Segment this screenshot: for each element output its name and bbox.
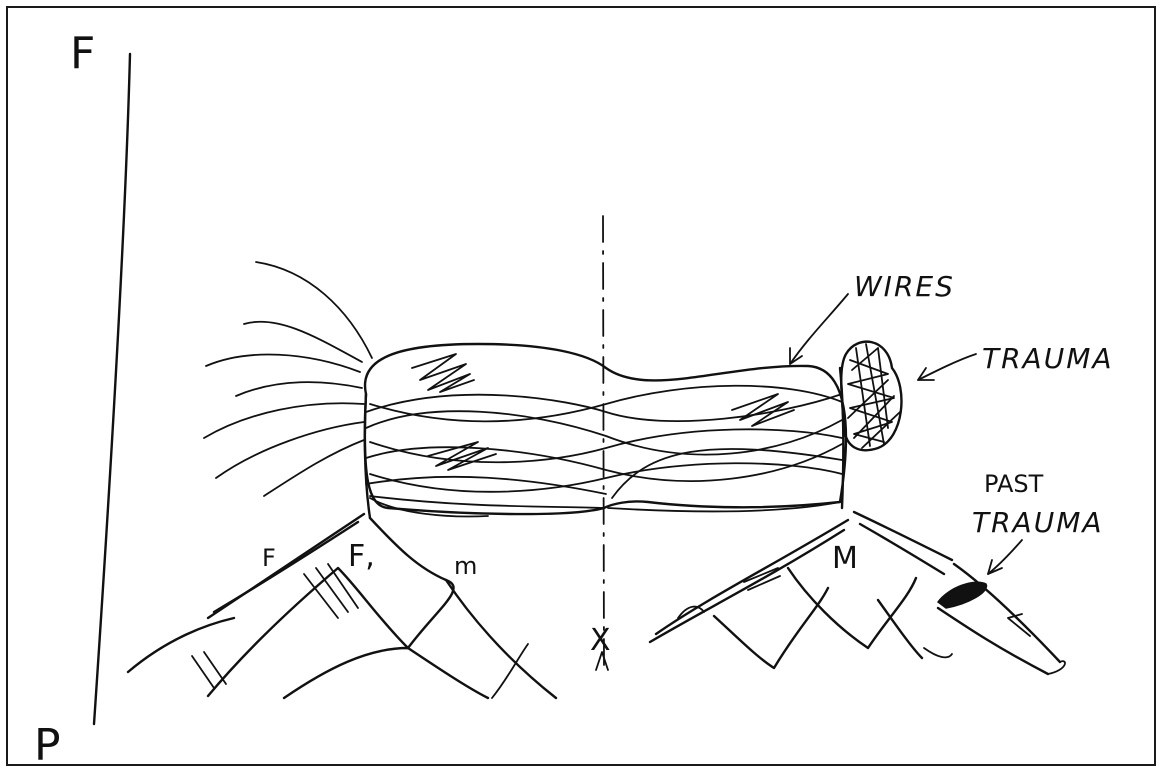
past-trauma-arrowhead bbox=[987, 559, 1003, 575]
trauma-arrowhead bbox=[917, 367, 935, 381]
left-base-label: F, bbox=[348, 539, 375, 574]
wires-label: WIRES bbox=[854, 270, 955, 303]
vertical-axis-line bbox=[92, 52, 132, 726]
sketch-frame: F P X bbox=[6, 6, 1156, 766]
wires-arrowhead bbox=[789, 347, 803, 365]
left-radiating-lines bbox=[203, 261, 373, 497]
trauma-label: TRAUMA bbox=[982, 342, 1114, 375]
axis-bottom-label: P bbox=[34, 720, 61, 766]
past-trauma-spot bbox=[936, 581, 988, 609]
left-base-m-label: m bbox=[454, 552, 477, 580]
right-base-label: M bbox=[832, 541, 858, 576]
center-marker-label: X bbox=[590, 623, 611, 658]
trauma-arrow bbox=[917, 353, 977, 381]
center-axis-line bbox=[602, 215, 605, 673]
wires-arrow bbox=[789, 293, 849, 365]
wire-bundle bbox=[363, 342, 848, 520]
center-marker-arrow bbox=[595, 651, 609, 671]
left-base-small-label: F bbox=[262, 544, 276, 572]
sketch-canvas: F P X bbox=[34, 28, 1114, 766]
trauma-knot bbox=[840, 340, 903, 452]
right-mountains bbox=[648, 510, 1066, 676]
left-mountains bbox=[126, 512, 558, 700]
axis-top-label: F bbox=[70, 28, 95, 79]
past-trauma-label-line1: PAST bbox=[984, 470, 1044, 498]
past-trauma-label-line2: TRAUMA bbox=[972, 506, 1104, 539]
past-trauma-arrow bbox=[987, 539, 1023, 575]
wire-shading-patches bbox=[411, 353, 795, 471]
